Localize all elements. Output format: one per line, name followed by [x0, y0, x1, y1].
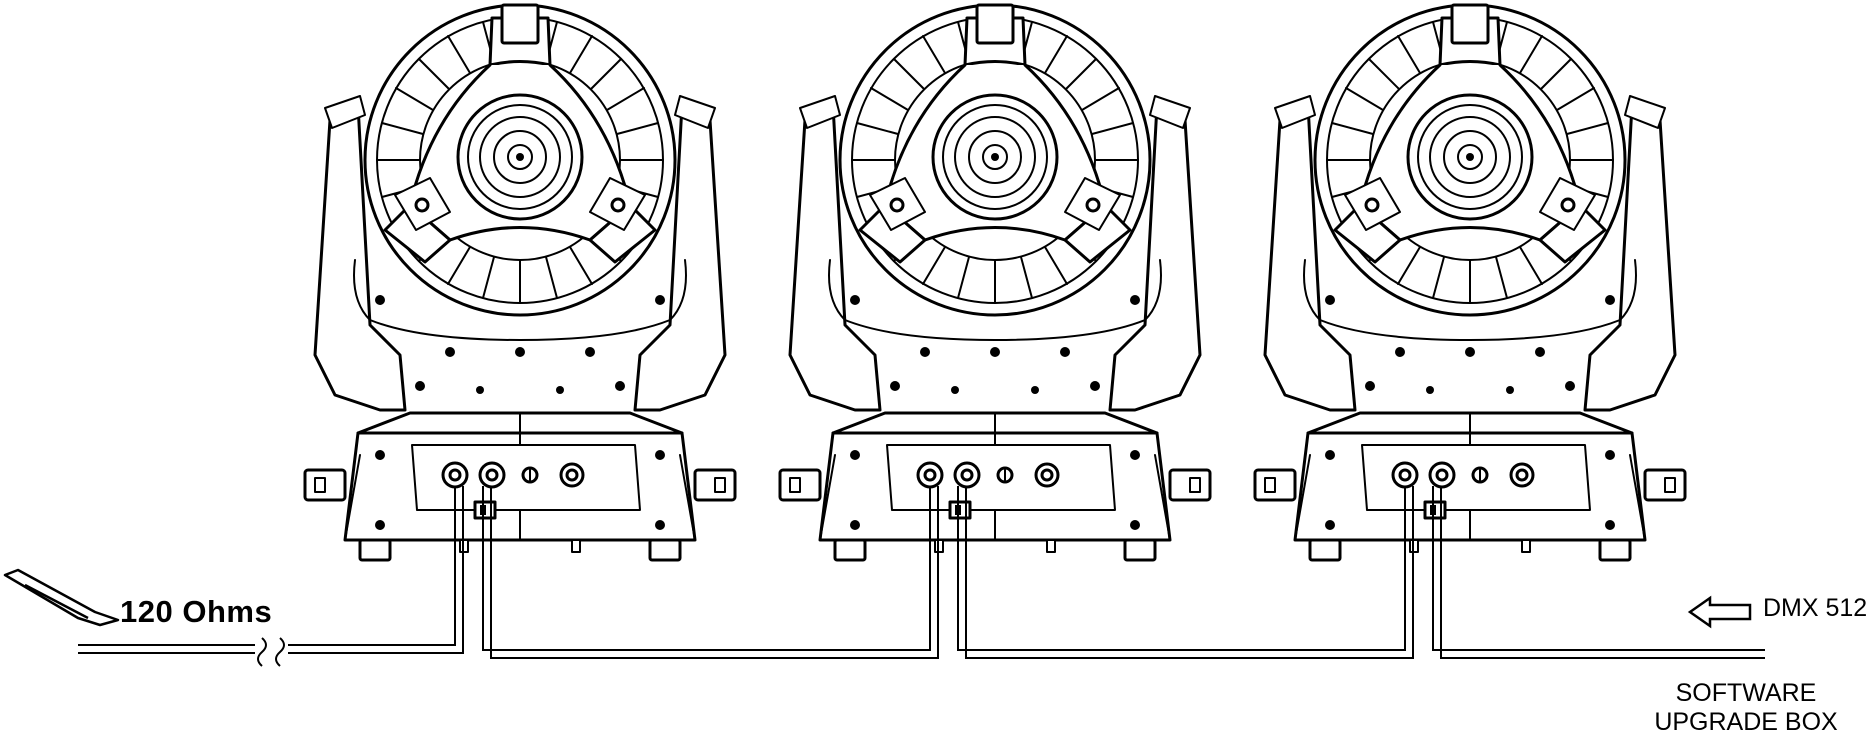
moving-head-fixture	[303, 3, 737, 562]
terminator-label: 120 Ohms	[120, 594, 273, 629]
terminator-plug-icon	[3, 568, 120, 627]
moving-head-fixture	[1253, 3, 1687, 562]
arrow-left-icon	[1687, 595, 1752, 629]
cable-break-icon	[257, 637, 285, 667]
software-upgrade-box-label: SOFTWARE UPGRADE BOX	[1626, 679, 1866, 737]
moving-head-fixture	[778, 3, 1212, 562]
software-box-line2: UPGRADE BOX	[1654, 708, 1838, 736]
software-box-line1: SOFTWARE	[1675, 679, 1817, 707]
dmx-input-label: DMX 512	[1763, 594, 1866, 622]
dmx-cable	[78, 486, 1765, 659]
